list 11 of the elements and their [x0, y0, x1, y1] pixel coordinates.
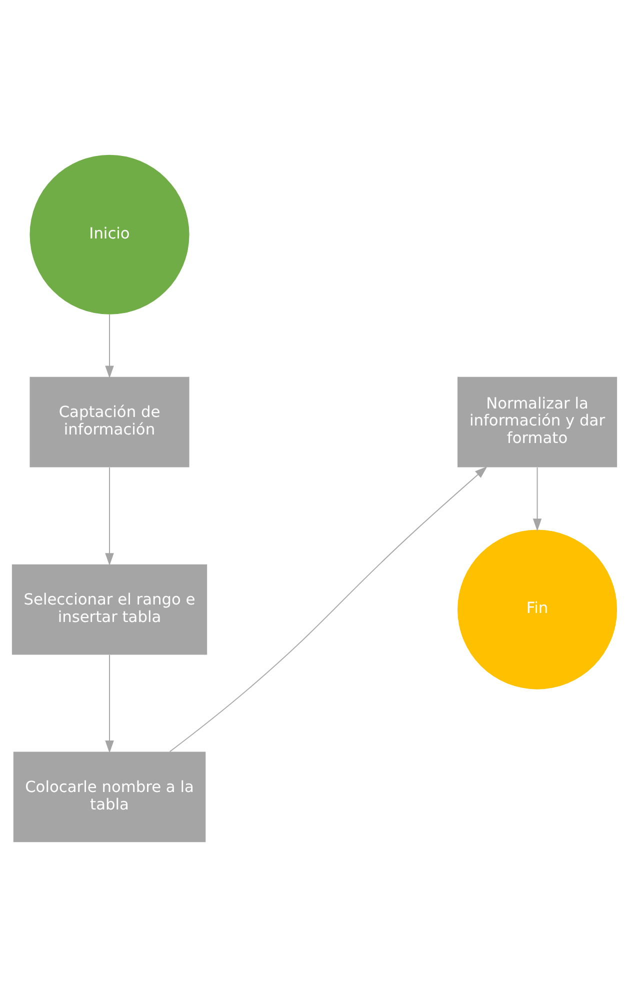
arrow — [105, 654, 114, 754]
arrow — [532, 467, 542, 532]
node-box: Seleccionar el rango e insertar tabla — [12, 564, 208, 655]
node-circle: Inicio — [30, 154, 190, 314]
node-circle: Fin — [458, 530, 618, 690]
arrow — [105, 467, 114, 566]
node-box: Captación de información — [30, 376, 190, 468]
arrow — [169, 466, 488, 752]
arrow — [105, 314, 114, 378]
node-box: Colocarle nombre a la tabla — [13, 752, 206, 842]
node-box: Normalizar la información y dar formato — [458, 376, 618, 468]
